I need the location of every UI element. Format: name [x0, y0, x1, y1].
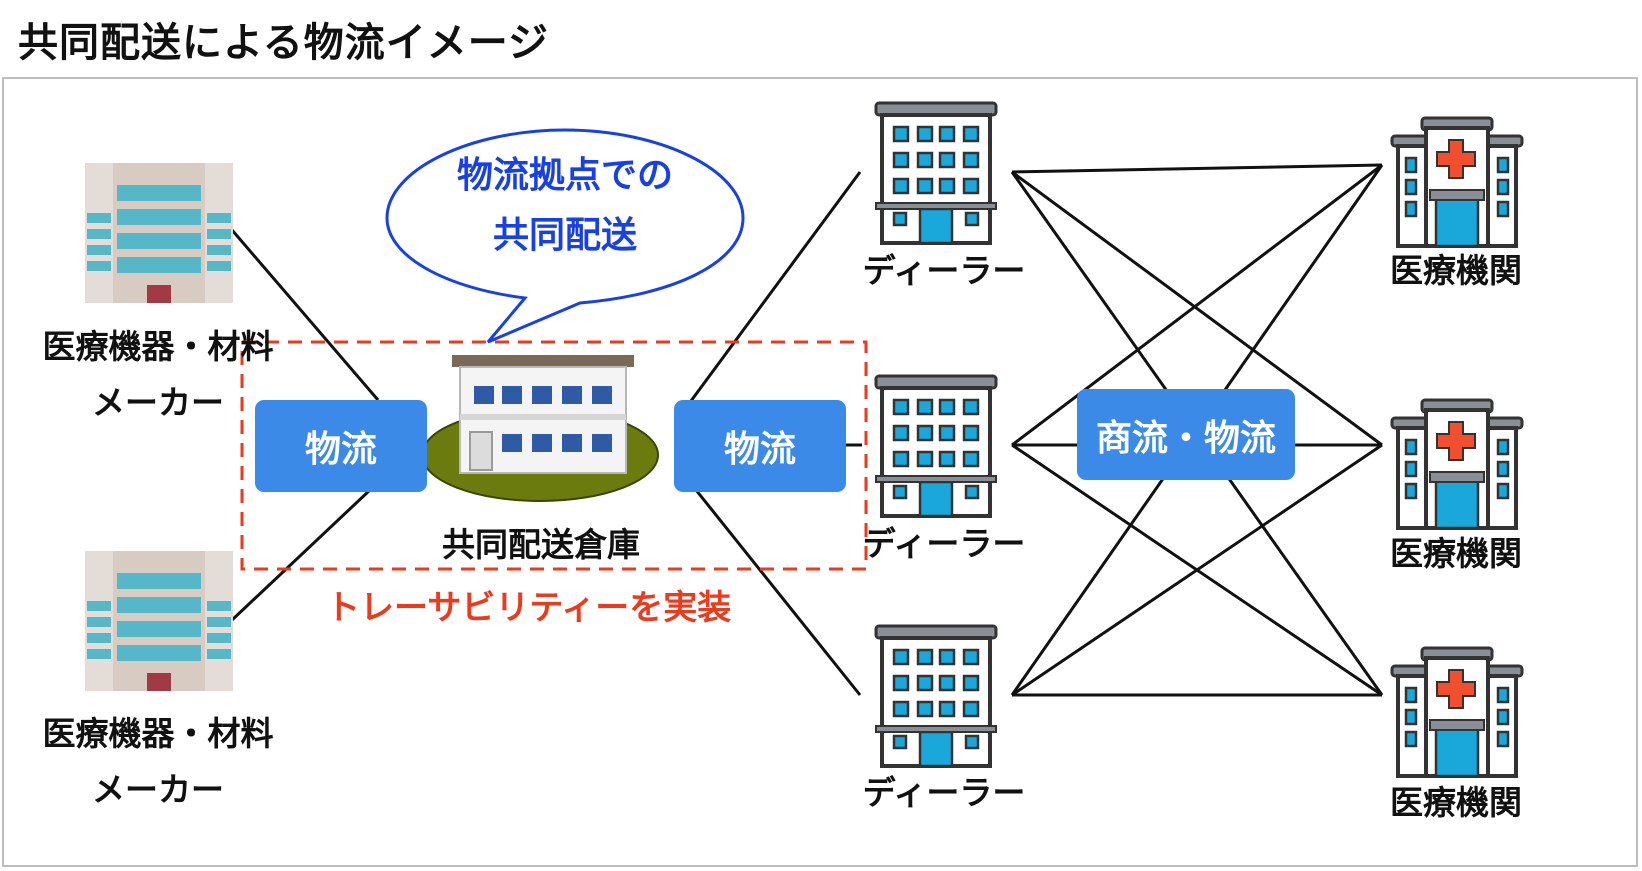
hospital-icon: [1390, 398, 1524, 530]
callout-bubble: [385, 128, 745, 344]
hospital-label-2: 医療機関: [1390, 534, 1522, 573]
manufacturer-label-line1: 医療機器・材料: [42, 714, 274, 753]
hospital-label-1: 医療機関: [1390, 251, 1522, 290]
hospital-label-3: 医療機関: [1390, 783, 1522, 822]
callout-text: 物流拠点での 共同配送: [420, 146, 710, 266]
hospital-icon: [1390, 646, 1524, 778]
hospital-icon: [1390, 116, 1524, 248]
manufacturer-icon: [85, 163, 233, 303]
manufacturer-icon: [85, 551, 233, 691]
manufacturer-label-2: 医療機器・材料 メーカー: [28, 707, 288, 811]
logistics-box-right: 物流: [674, 400, 846, 492]
commerce-logistics-box: 商流・物流: [1077, 389, 1295, 480]
manufacturer-label-line2: メーカー: [92, 383, 224, 422]
manufacturer-label-line2: メーカー: [92, 770, 224, 809]
diagram-frame: [2, 77, 1638, 867]
manufacturer-label-line1: 医療機器・材料: [42, 327, 274, 366]
dealer-label-3: ディーラー: [862, 773, 1026, 812]
page-title: 共同配送による物流イメージ: [18, 20, 549, 66]
warehouse-icon: [421, 355, 659, 502]
traceability-label: トレーサビリティーを実装: [326, 588, 732, 628]
manufacturer-label-1: 医療機器・材料 メーカー: [28, 320, 288, 424]
warehouse-label: 共同配送倉庫: [442, 525, 640, 564]
dealer-label-1: ディーラー: [862, 251, 1026, 290]
traceability-region: [240, 340, 868, 571]
logistics-box-left: 物流: [255, 400, 427, 492]
dealer-label-2: ディーラー: [862, 524, 1026, 563]
callout-line1: 物流拠点での: [456, 155, 673, 196]
callout-line2: 共同配送: [492, 215, 637, 256]
dealer-icon: [874, 374, 998, 518]
dealer-icon: [874, 624, 998, 768]
dealer-icon: [874, 101, 998, 245]
